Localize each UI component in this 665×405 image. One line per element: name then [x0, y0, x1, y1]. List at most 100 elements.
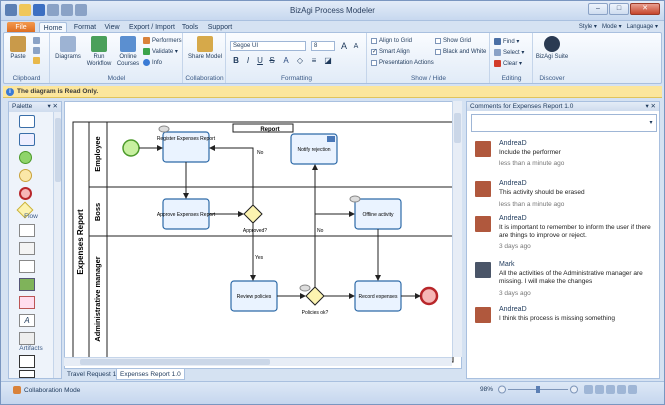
association-icon[interactable] [19, 332, 35, 345]
doc-tab-expenses-report[interactable]: Expenses Report 1.0 [116, 369, 185, 380]
show-grid-checkbox[interactable]: Show Grid [435, 38, 471, 44]
zoom-icon[interactable] [606, 385, 615, 394]
info-button[interactable]: Info [143, 59, 162, 66]
print-icon[interactable] [47, 4, 59, 16]
zoom-level: 98% [480, 386, 494, 393]
palette-scrollbar[interactable] [53, 112, 61, 378]
save-icon[interactable] [33, 4, 45, 16]
zoom-slider[interactable] [498, 385, 578, 394]
readonly-info-bar: i The diagram is Read Only. [3, 86, 662, 98]
minimize-button[interactable]: – [588, 3, 608, 15]
text-annotation-icon[interactable] [19, 242, 35, 255]
report-data-object[interactable] [232, 123, 294, 133]
comments-panel: Comments for Expenses Report 1.0 ▾ ✕ ▾ A… [466, 101, 660, 379]
comment-bubble-icon[interactable] [299, 284, 311, 292]
align-to-grid-checkbox[interactable]: Align to Grid [371, 38, 412, 44]
paste-button[interactable]: Paste [8, 36, 28, 61]
group-icon[interactable] [19, 296, 35, 309]
language-menu[interactable]: Language ▾ [626, 24, 658, 30]
tab-tools[interactable]: Tools [181, 24, 199, 31]
black-white-checkbox[interactable]: Black and White [435, 49, 486, 55]
comments-pin-icon[interactable]: ▾ ✕ [645, 103, 656, 110]
copy-icon[interactable] [33, 47, 40, 54]
presentation-icon[interactable] [617, 385, 626, 394]
underline-button[interactable]: U [257, 56, 263, 65]
image-icon[interactable] [19, 278, 35, 291]
eraser-icon[interactable]: ◪ [324, 56, 332, 65]
font-combo[interactable]: Segoe UI [230, 41, 306, 51]
bold-button[interactable]: B [233, 56, 239, 65]
window-title: BizAgi Process Modeler [290, 6, 375, 15]
canvas-vertical-scrollbar[interactable] [452, 101, 462, 357]
help-icon[interactable] [584, 385, 593, 394]
presentation-actions-checkbox[interactable]: Presentation Actions [371, 60, 434, 66]
clear-button[interactable]: Clear ▾ [494, 60, 522, 67]
undo-icon[interactable] [61, 4, 73, 16]
tab-export-import[interactable]: Export / Import [129, 24, 175, 31]
diagram-canvas[interactable]: Expenses Report Employee Boss Administra… [64, 101, 462, 369]
validate-button[interactable]: Validate ▾ [143, 48, 178, 55]
app-icon[interactable] [5, 4, 17, 16]
format-painter-icon[interactable] [33, 57, 40, 64]
italic-button[interactable]: I [246, 56, 250, 65]
task-offline-label: Offline activity [362, 212, 394, 218]
start-event[interactable] [122, 139, 140, 157]
bizagi-suite-button[interactable]: BizAgi Suite [534, 36, 570, 61]
monitor-icon [120, 36, 136, 52]
comment-input[interactable]: ▾ [471, 114, 657, 132]
font-size-combo[interactable]: 8 [311, 41, 335, 51]
comment-bubble-icon[interactable] [349, 195, 361, 203]
text-icon[interactable]: A [19, 314, 35, 327]
avatar [475, 181, 491, 197]
close-button[interactable]: ✕ [630, 3, 660, 15]
canvas-horizontal-scrollbar[interactable] [64, 357, 452, 366]
performers-button[interactable]: Performers [143, 37, 182, 44]
comment-bubble-icon[interactable] [158, 125, 170, 133]
pool-icon[interactable] [19, 355, 35, 368]
process-diagram[interactable]: Expenses Report Employee Boss Administra… [65, 102, 462, 369]
redo-icon[interactable] [75, 4, 87, 16]
start-event-icon[interactable] [19, 151, 32, 164]
lane-icon[interactable] [19, 370, 35, 378]
online-courses-button[interactable]: Online Courses [115, 36, 141, 68]
tab-home[interactable]: Home [39, 22, 67, 33]
cut-icon[interactable] [33, 37, 40, 44]
end-event[interactable] [419, 286, 439, 306]
share-model-button[interactable]: Share Model [186, 36, 224, 61]
fit-icon[interactable] [595, 385, 604, 394]
palette-pin-icon[interactable]: ▾ ✕ [47, 103, 58, 110]
panel-icon[interactable] [628, 385, 637, 394]
maximize-button[interactable]: □ [609, 3, 629, 15]
zoom-thumb[interactable] [536, 386, 540, 393]
strike-button[interactable]: S [269, 56, 275, 65]
tab-view[interactable]: View [104, 24, 120, 31]
gateway-policies[interactable] [305, 286, 325, 306]
lane-employee-label: Employee [93, 136, 102, 171]
style-menu[interactable]: Style ▾ [578, 24, 597, 30]
doc-tab-travel-request[interactable]: Travel Request 1.0 [67, 371, 122, 378]
align-icon[interactable]: ≡ [311, 56, 317, 65]
chevron-down-icon[interactable]: ▾ [649, 120, 653, 126]
task-shape-icon[interactable] [19, 115, 35, 128]
grow-font-button[interactable]: A [340, 41, 347, 51]
shrink-font-button[interactable]: A [353, 43, 359, 50]
tab-support[interactable]: Support [207, 24, 233, 31]
end-event-icon[interactable] [19, 187, 32, 200]
font-color-icon[interactable]: A [283, 56, 289, 65]
report-label: Report [260, 127, 279, 133]
smart-align-checkbox[interactable]: ✓Smart Align [371, 49, 410, 55]
subprocess-shape-icon[interactable] [19, 133, 35, 146]
intermediate-event-icon[interactable] [19, 169, 32, 182]
mode-menu[interactable]: Mode ▾ [601, 24, 622, 30]
select-button[interactable]: Select ▾ [494, 49, 524, 56]
data-object-icon[interactable] [19, 224, 35, 237]
tab-format[interactable]: Format [73, 24, 97, 31]
run-workflow-button[interactable]: Run Workflow [84, 36, 114, 68]
find-button[interactable]: Find ▾ [494, 38, 519, 45]
info-icon [143, 59, 150, 66]
open-icon[interactable] [19, 4, 31, 16]
tab-file[interactable]: File [7, 22, 35, 33]
fill-color-icon[interactable]: ◇ [296, 56, 304, 65]
diagrams-button[interactable]: Diagrams [53, 36, 83, 61]
document-icon[interactable] [19, 260, 35, 273]
